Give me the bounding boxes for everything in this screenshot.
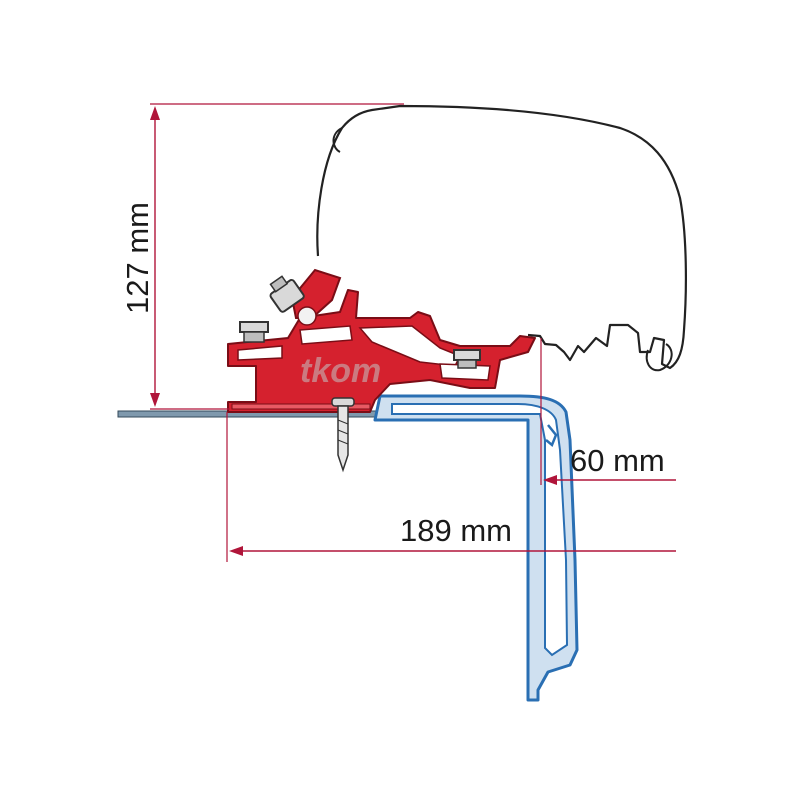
- awning-cassette: [316, 104, 687, 370]
- watermark-text: tkom: [300, 352, 381, 390]
- bracket-slot-1: [299, 325, 353, 345]
- dimension-offset: 60 mm: [540, 338, 676, 485]
- arrow-head-bottom: [150, 393, 160, 407]
- arrow-head-offset: [543, 475, 557, 485]
- cassette-end-curl: [645, 343, 673, 372]
- bolt-upper: [269, 275, 305, 313]
- dimension-height: 127 mm: [120, 103, 404, 410]
- bolt-right: [453, 349, 481, 369]
- bolt-left: [239, 321, 269, 343]
- depth-label: 189 mm: [400, 513, 512, 548]
- bracket-tilted-arm: [290, 268, 342, 319]
- height-label: 127 mm: [120, 202, 155, 314]
- dimension-depth: 189 mm: [226, 412, 676, 562]
- arrow-head-depth: [229, 546, 243, 556]
- bracket-slot-3: [237, 345, 283, 361]
- bracket-round-hole: [297, 306, 317, 326]
- wall-profile-inner: [391, 403, 569, 657]
- screw: [331, 397, 355, 473]
- arrow-head-top: [150, 106, 160, 120]
- cassette-front-bump: [332, 127, 343, 153]
- offset-label: 60 mm: [570, 443, 665, 478]
- gutter-lip: [545, 424, 558, 448]
